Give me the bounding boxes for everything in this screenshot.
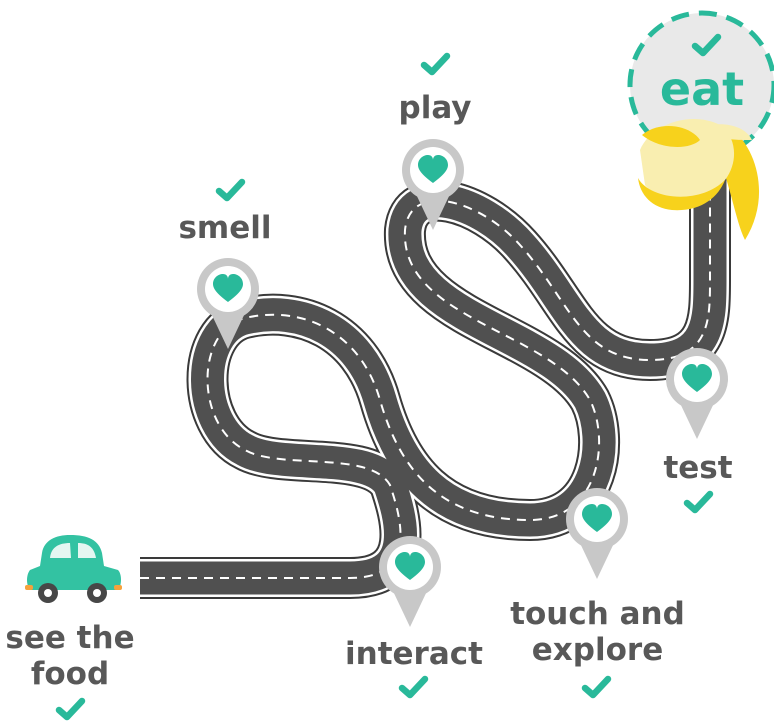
check-icon <box>424 56 447 72</box>
check-icon <box>219 182 242 198</box>
banana-icon <box>638 119 760 240</box>
check-icon <box>687 494 710 510</box>
heart-map-pin-icon <box>379 536 441 627</box>
step-label-smell: smell <box>178 210 272 246</box>
check-icon <box>585 679 608 695</box>
step-label-touch-and-explore: touch and explore <box>510 596 685 668</box>
step-label-interact: interact <box>345 636 483 672</box>
step-label-test: test <box>663 450 733 486</box>
check-icon <box>402 679 425 695</box>
step-label-eat: eat <box>659 62 745 116</box>
road <box>140 165 731 599</box>
heart-map-pin-icon <box>566 488 628 579</box>
check-icon <box>59 701 82 717</box>
heart-map-pin-icon <box>666 348 728 439</box>
step-label-see-the-food: see the food <box>5 620 135 692</box>
car-icon <box>25 535 122 603</box>
step-label-play: play <box>398 90 472 126</box>
